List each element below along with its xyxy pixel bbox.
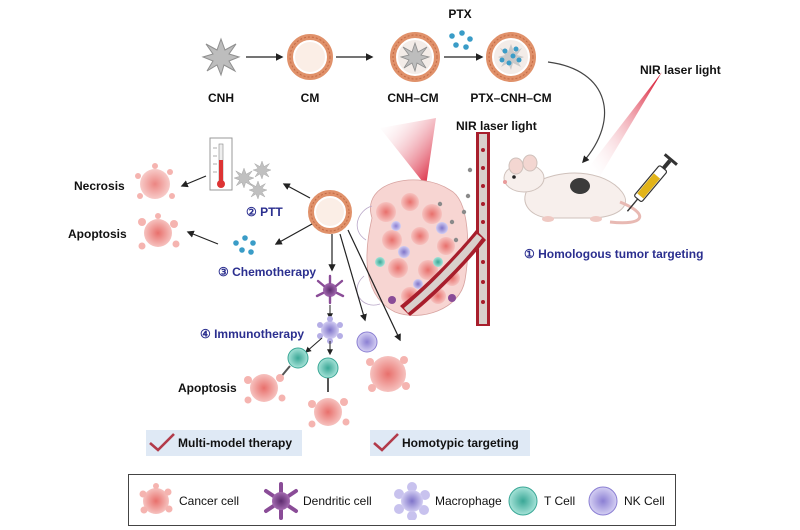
label-cnh-cm: CNH–CM bbox=[387, 91, 438, 105]
label-ptx: PTX bbox=[448, 7, 471, 21]
legend-item-macrophage: Macrophage bbox=[393, 475, 502, 527]
apoptotic-cell-top-icon bbox=[138, 213, 180, 250]
cnh-stars-ptt-icon bbox=[233, 160, 272, 200]
nk-cell-icon bbox=[588, 486, 618, 516]
label-cm: CM bbox=[301, 91, 320, 105]
legend-label-nkcell: NK Cell bbox=[624, 494, 665, 508]
cnh-particle-icon bbox=[201, 37, 241, 77]
macrophage-cascade-icon bbox=[317, 316, 343, 344]
arrow-to-tumor-right bbox=[347, 229, 401, 342]
legend-item-dendritic-cell: Dendritic cell bbox=[263, 475, 372, 527]
legend-item-t-cell: T Cell bbox=[507, 475, 575, 527]
cell-membrane-icon bbox=[287, 34, 333, 80]
label-homologous-targeting: ① Homologous tumor targeting bbox=[524, 247, 703, 261]
cancer-cell-bottom-right-icon bbox=[366, 356, 410, 392]
arrow-to-apoptosis-top bbox=[186, 230, 219, 245]
label-immunotherapy: ④ Immunotherapy bbox=[200, 327, 304, 341]
apoptotic-cell-bottom-left-icon bbox=[244, 374, 286, 404]
badge-homotypic-targeting: Homotypic targeting bbox=[370, 430, 530, 456]
tumor-tissue bbox=[356, 179, 469, 316]
laser-beam-top-right bbox=[588, 72, 662, 176]
arrow-to-ptt bbox=[282, 183, 311, 199]
label-laser-center: NIR laser light bbox=[456, 119, 537, 133]
ptx-drug-dots-icon bbox=[449, 30, 473, 50]
label-apoptosis-top: Apoptosis bbox=[68, 227, 127, 241]
legend-label-cancer: Cancer cell bbox=[179, 494, 240, 508]
arrow-to-mouse bbox=[547, 61, 606, 164]
label-necrosis: Necrosis bbox=[74, 179, 125, 193]
legend-label-dendritic: Dendritic cell bbox=[303, 494, 372, 508]
badge-multi-label: Multi-model therapy bbox=[178, 436, 293, 450]
cnh-cm-icon bbox=[390, 32, 440, 82]
ptx-dots-chemo-icon bbox=[233, 235, 256, 255]
label-chemotherapy: ③ Chemotherapy bbox=[218, 265, 316, 279]
label-laser-top-right: NIR laser light bbox=[640, 63, 721, 77]
laser-beam-center bbox=[380, 118, 436, 186]
apoptotic-cell-bottom-center-icon bbox=[308, 398, 350, 428]
legend-label-macrophage: Macrophage bbox=[435, 494, 502, 508]
arrow-to-nkcell bbox=[339, 233, 367, 322]
badge-homotypic-label: Homotypic targeting bbox=[402, 436, 519, 450]
label-cnh: CNH bbox=[208, 91, 234, 105]
checkmark-icon bbox=[373, 433, 399, 452]
blood-vessel bbox=[400, 132, 490, 326]
nk-cell-cascade-icon bbox=[356, 331, 378, 353]
cancer-cell-icon bbox=[139, 483, 173, 514]
label-ptx-cnh-cm: PTX–CNH–CM bbox=[470, 91, 551, 105]
tcell-left-icon bbox=[287, 347, 309, 369]
dendritic-cell-icon bbox=[264, 482, 298, 520]
legend-label-tcell: T Cell bbox=[544, 494, 576, 508]
syringe-icon bbox=[626, 153, 678, 212]
arrow-to-chemo bbox=[274, 223, 313, 245]
label-ptt: ② PTT bbox=[246, 205, 283, 219]
necrotic-cell-icon bbox=[135, 163, 175, 199]
mouse-icon bbox=[503, 154, 642, 225]
t-cell-icon bbox=[508, 486, 538, 516]
cm-particle-center bbox=[308, 190, 352, 234]
ptx-cnh-cm-icon bbox=[486, 32, 536, 82]
tcell-right-icon bbox=[317, 357, 339, 379]
legend-box: Cancer cell Dendritic cell Macrophage T … bbox=[128, 474, 676, 526]
arrow-to-necrosis bbox=[180, 175, 207, 188]
thermometer-icon bbox=[209, 137, 233, 191]
label-apoptosis-bottom: Apoptosis bbox=[178, 381, 237, 395]
macrophage-icon bbox=[394, 482, 430, 520]
checkmark-icon bbox=[149, 433, 175, 452]
dendritic-cell-cascade-icon bbox=[315, 274, 345, 305]
legend-item-nk-cell: NK Cell bbox=[587, 475, 665, 527]
legend-item-cancer-cell: Cancer cell bbox=[137, 475, 239, 527]
arrow-mac-to-tcell-left bbox=[305, 337, 323, 353]
badge-multi-model-therapy: Multi-model therapy bbox=[146, 430, 302, 456]
